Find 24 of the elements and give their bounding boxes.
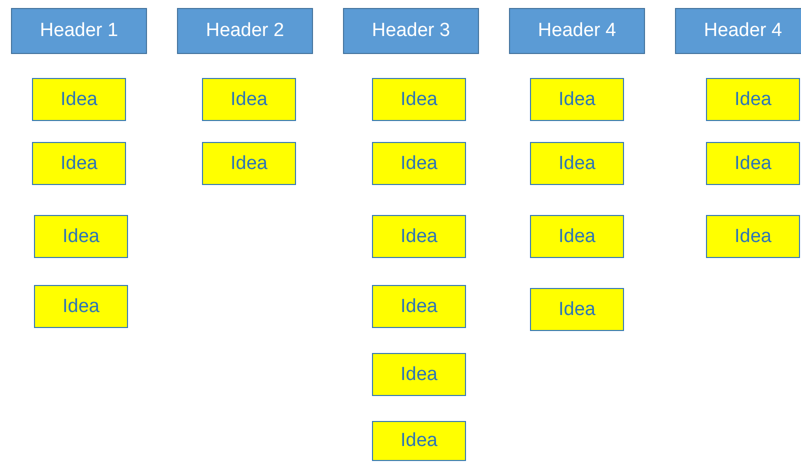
idea-card: Idea: [202, 78, 296, 121]
column-header: Header 2: [177, 8, 313, 54]
idea-card: Idea: [372, 421, 466, 461]
column-header: Header 4: [675, 8, 801, 54]
column-header: Header 1: [11, 8, 147, 54]
idea-card: Idea: [372, 285, 466, 328]
idea-card: Idea: [530, 78, 624, 121]
idea-card: Idea: [32, 142, 126, 185]
idea-card: Idea: [530, 288, 624, 331]
idea-card: Idea: [530, 142, 624, 185]
idea-card: Idea: [34, 215, 128, 258]
idea-card: Idea: [32, 78, 126, 121]
idea-card: Idea: [372, 215, 466, 258]
idea-card: Idea: [372, 353, 466, 396]
idea-card: Idea: [202, 142, 296, 185]
column-header: Header 3: [343, 8, 479, 54]
idea-card: Idea: [706, 78, 800, 121]
idea-card: Idea: [530, 215, 624, 258]
idea-card: Idea: [372, 78, 466, 121]
column-header: Header 4: [509, 8, 645, 54]
idea-card: Idea: [372, 142, 466, 185]
idea-card: Idea: [706, 142, 800, 185]
idea-card: Idea: [34, 285, 128, 328]
idea-card: Idea: [706, 215, 800, 258]
